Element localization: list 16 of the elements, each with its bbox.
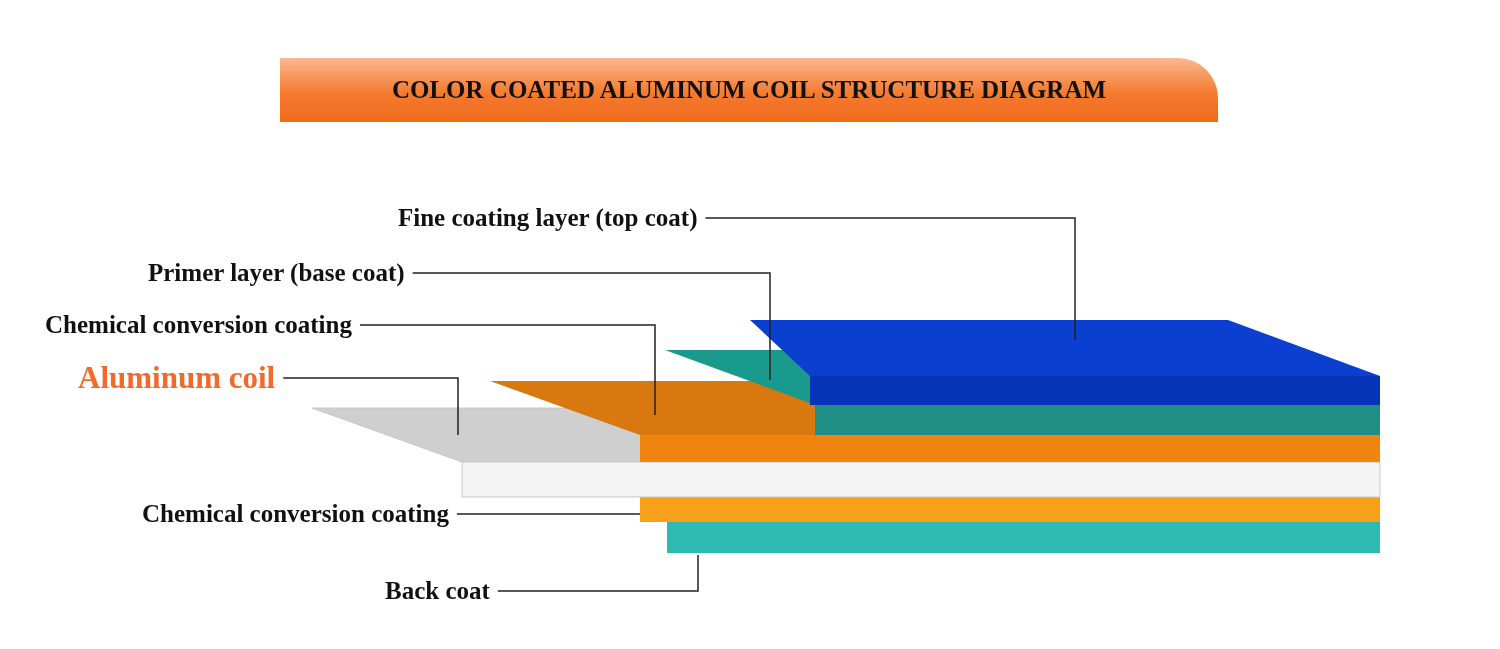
layer-label: Primer layer (base coat) xyxy=(148,258,405,288)
conversion-coating-layer xyxy=(640,497,1380,522)
leader-line xyxy=(282,377,459,436)
layer-label: Fine coating layer (top coat) xyxy=(398,203,698,233)
layer-label: Chemical conversion coating xyxy=(45,310,352,340)
leader-line xyxy=(411,272,771,381)
leader-line xyxy=(359,324,656,416)
title-banner: COLOR COATED ALUMINUM COIL STRUCTURE DIAGRAM xyxy=(280,58,1218,122)
leader-line xyxy=(704,217,1076,341)
leader-line xyxy=(456,513,641,515)
leader-line xyxy=(497,554,699,592)
top-coat-layer xyxy=(750,320,1380,405)
back-coat-layer xyxy=(667,522,1380,553)
layer-label: Back coat xyxy=(385,576,490,606)
layer-label: Aluminum coil xyxy=(78,363,276,393)
layer-label: Chemical conversion coating xyxy=(142,499,449,529)
